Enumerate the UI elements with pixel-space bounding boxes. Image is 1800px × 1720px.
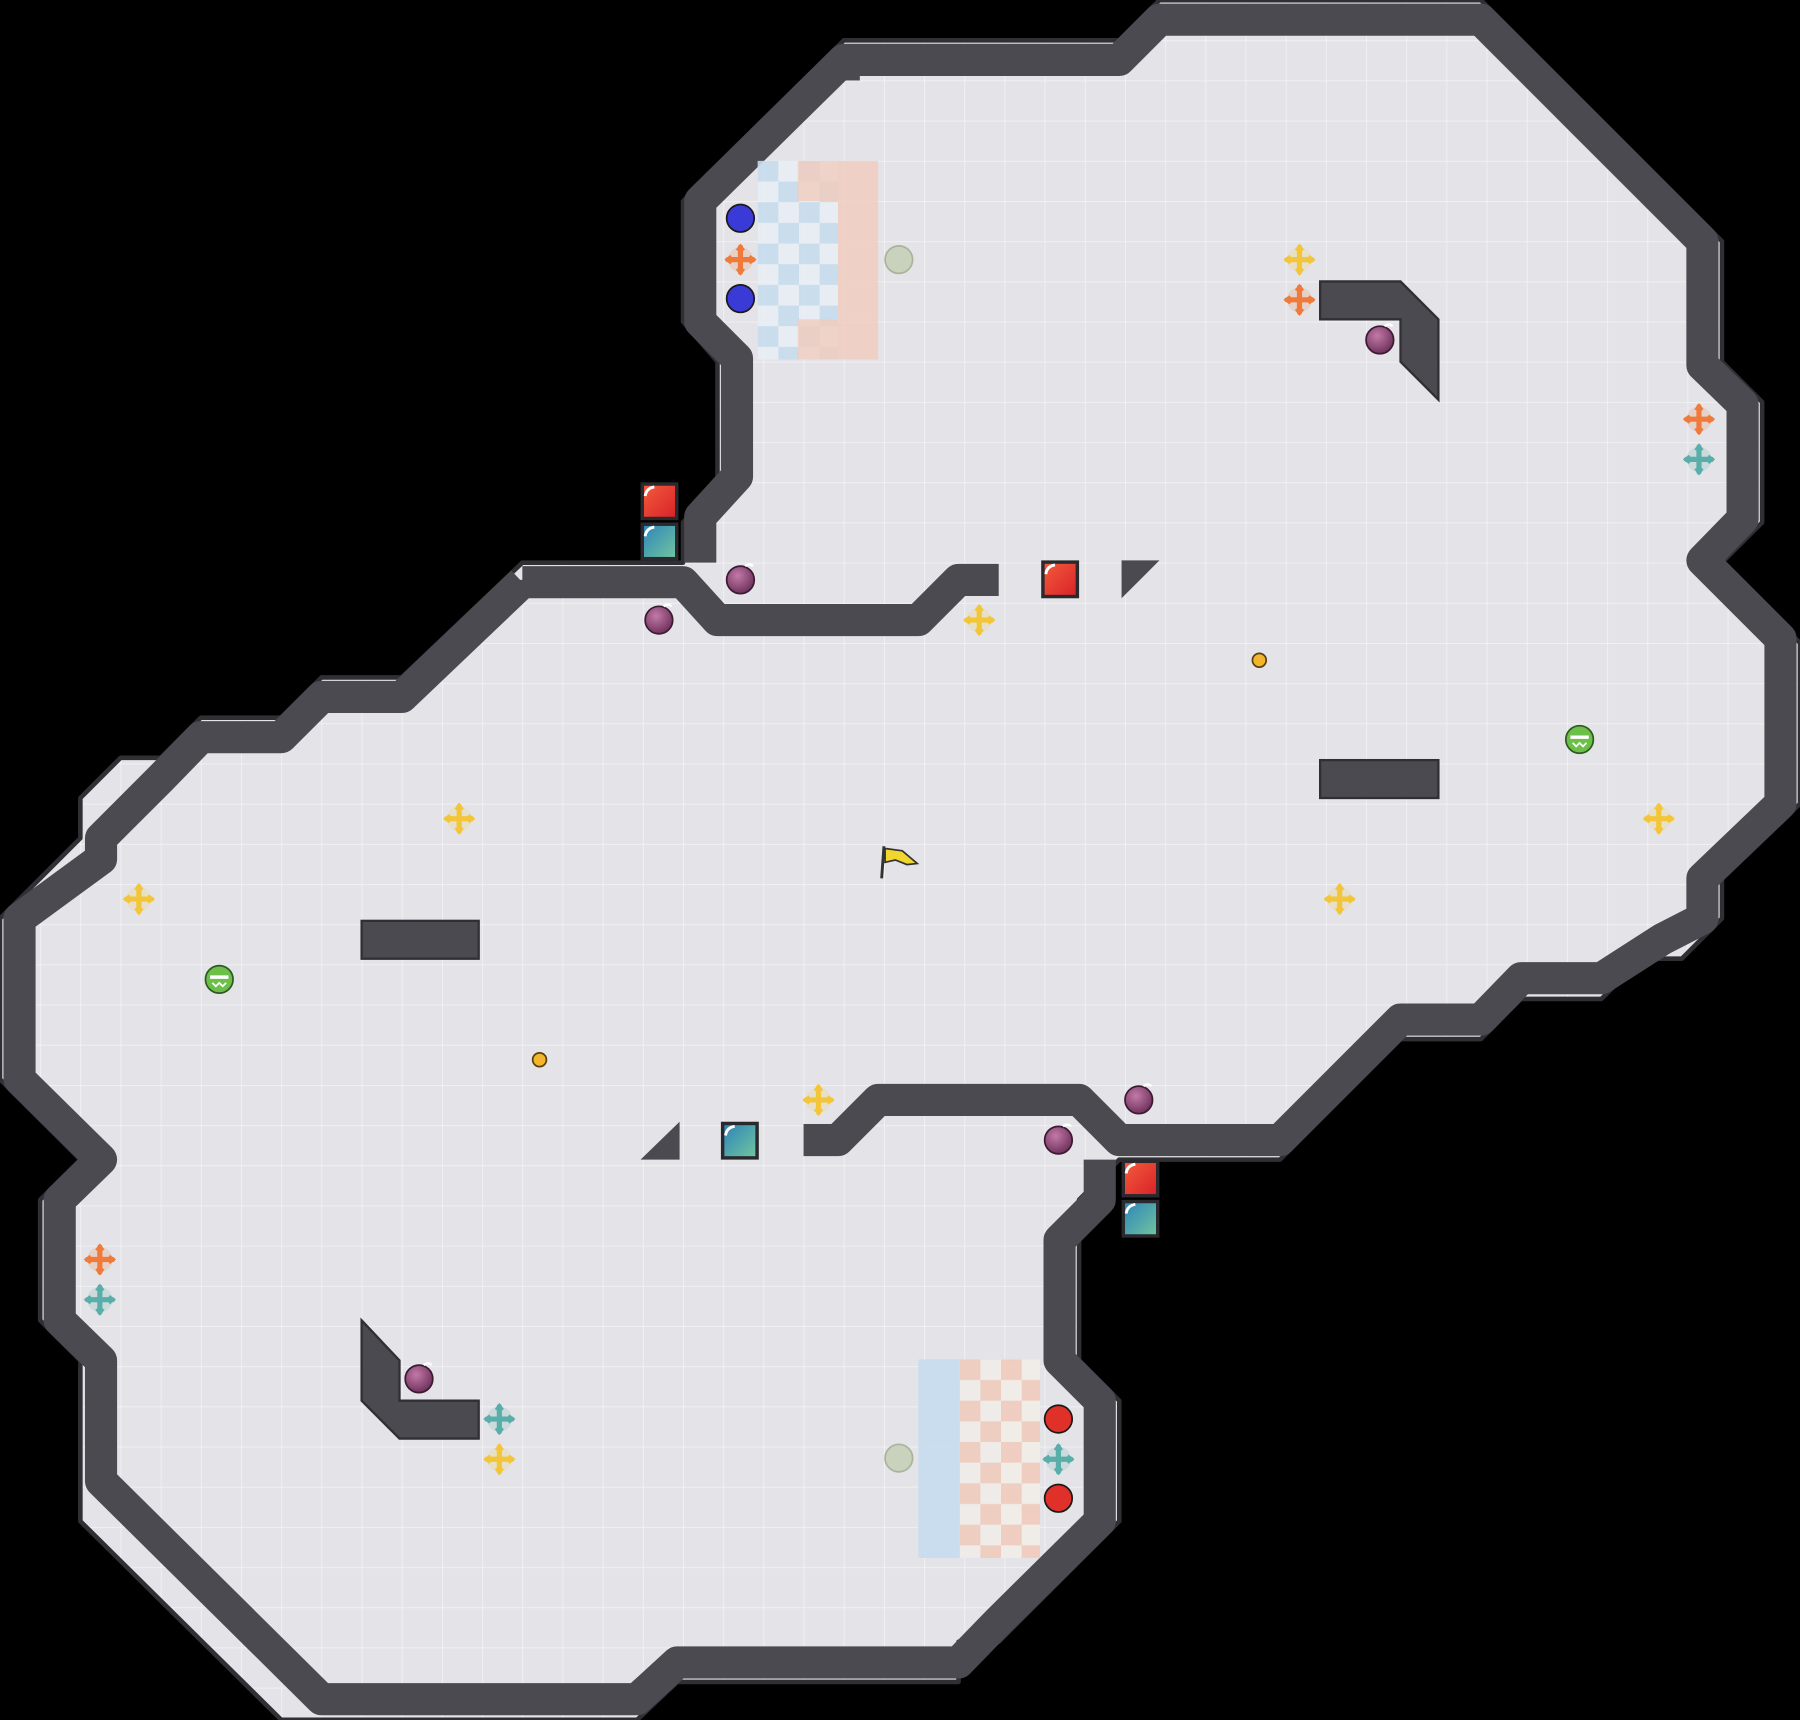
- powerup-icon[interactable]: [443, 802, 476, 835]
- powerup-icon[interactable]: [83, 1283, 117, 1316]
- red-gate-icon[interactable]: [1121, 1159, 1160, 1198]
- outer-wall-north-west: [684, 48, 856, 563]
- red-gate-icon[interactable]: [640, 482, 679, 521]
- inner-wall-ne: [1319, 280, 1440, 403]
- inner-wall-sw: [360, 1317, 480, 1440]
- inner-wall-west: [360, 919, 480, 960]
- powerup-icon[interactable]: [1283, 283, 1316, 316]
- portal-dot-icon[interactable]: [1251, 652, 1268, 669]
- outer-wall-left: [506, 563, 999, 637]
- outer-wall-sw: [3, 570, 1116, 1716]
- boost-icon[interactable]: [1564, 724, 1595, 755]
- powerup-icon[interactable]: [963, 603, 996, 637]
- blue-spawn-icon[interactable]: [725, 284, 756, 314]
- wedge-south: [640, 1121, 680, 1160]
- red-spawn-icon[interactable]: [1043, 1404, 1074, 1434]
- neutral-tile-icon[interactable]: [884, 1443, 914, 1473]
- teal-gate-icon[interactable]: [720, 1121, 759, 1160]
- blue-spawn-icon[interactable]: [725, 203, 756, 233]
- bomb-icon[interactable]: [1124, 1083, 1154, 1115]
- bomb-icon[interactable]: [644, 603, 674, 635]
- bomb-icon[interactable]: [404, 1362, 434, 1394]
- red-base: [918, 1359, 1041, 1558]
- red-spawn-icon[interactable]: [1043, 1483, 1074, 1513]
- powerup-icon[interactable]: [83, 1243, 117, 1276]
- powerup-icon[interactable]: [483, 1443, 516, 1476]
- red-gate-icon[interactable]: [1041, 560, 1080, 599]
- flag-icon[interactable]: [880, 846, 920, 879]
- powerup-icon[interactable]: [724, 243, 757, 276]
- powerup-icon[interactable]: [483, 1402, 516, 1436]
- powerup-icon[interactable]: [1682, 443, 1716, 476]
- bomb-icon[interactable]: [725, 563, 756, 595]
- powerup-icon[interactable]: [122, 882, 156, 916]
- powerup-icon[interactable]: [802, 1083, 835, 1117]
- bomb-icon[interactable]: [1043, 1123, 1074, 1155]
- bomb-icon[interactable]: [1365, 323, 1395, 355]
- powerup-icon[interactable]: [1283, 243, 1316, 276]
- portal-dot-icon[interactable]: [531, 1051, 548, 1068]
- inner-wall-east: [1319, 758, 1440, 800]
- neutral-tile-icon[interactable]: [884, 244, 914, 275]
- powerup-icon[interactable]: [1682, 403, 1716, 436]
- outer-wall: [803, 3, 1797, 1157]
- teal-gate-icon[interactable]: [1121, 1199, 1160, 1238]
- powerup-icon[interactable]: [1323, 882, 1356, 916]
- powerup-icon[interactable]: [1642, 802, 1675, 835]
- boost-icon[interactable]: [204, 964, 234, 995]
- blue-base: [757, 160, 879, 360]
- teal-gate-icon[interactable]: [640, 522, 679, 561]
- powerup-icon[interactable]: [1042, 1443, 1075, 1476]
